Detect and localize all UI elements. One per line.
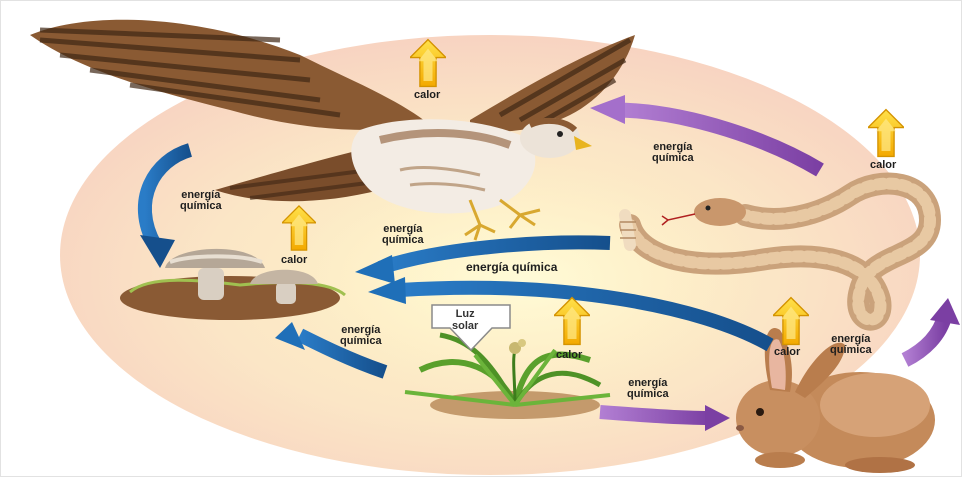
- chemical-energy-label: energía química: [340, 325, 382, 347]
- sunlight-label: Luz solar: [452, 308, 478, 332]
- heat-label: calor: [281, 255, 307, 266]
- heat-arrow-icon: [868, 110, 904, 157]
- chemical-word: química: [627, 389, 669, 400]
- chemical-energy-label: energía química: [627, 378, 669, 400]
- heat-label: calor: [774, 347, 800, 358]
- chemical-energy-label: energía química: [382, 224, 424, 246]
- chemical-energy-label: energía química: [466, 262, 557, 273]
- chemical-word: química: [652, 153, 694, 164]
- chemical-word: química: [180, 201, 222, 212]
- chemical-word: química: [830, 345, 872, 356]
- light-word: Luz: [452, 308, 478, 320]
- heat-label: calor: [556, 350, 582, 361]
- chemical-word: química: [382, 235, 424, 246]
- solar-word: solar: [452, 320, 478, 332]
- chemical-energy-label: energía química: [652, 142, 694, 164]
- heat-label: calor: [870, 160, 896, 171]
- chemical-energy-label: energía química: [180, 190, 222, 212]
- chemical-word: química: [340, 336, 382, 347]
- heat-label: calor: [414, 90, 440, 101]
- chemical-energy-label: energía química: [830, 334, 872, 356]
